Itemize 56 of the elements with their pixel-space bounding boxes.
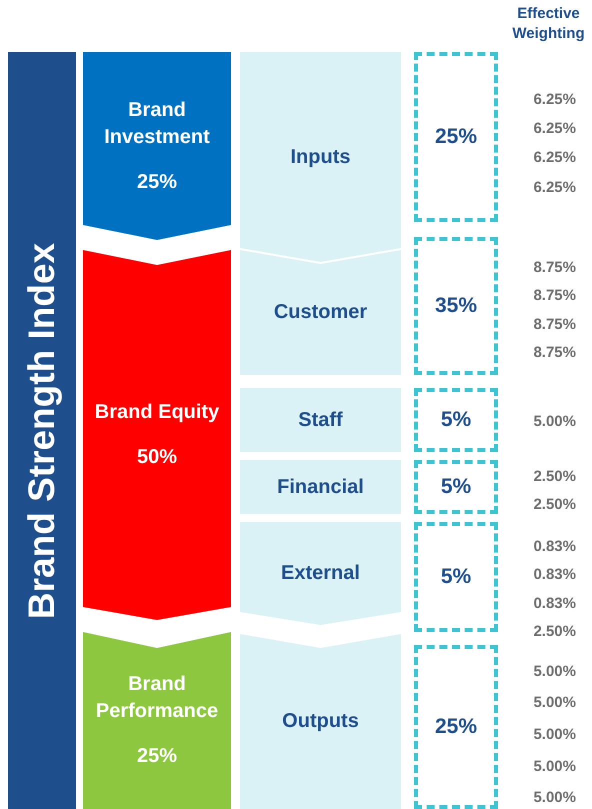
weighting-value: 5.00% xyxy=(532,693,576,713)
weight-box xyxy=(414,388,498,452)
weight-box xyxy=(414,522,498,632)
category-panel xyxy=(240,522,401,625)
weighting-value: 0.83% xyxy=(532,565,576,585)
category-panel xyxy=(240,634,401,809)
block-weight: 50% xyxy=(136,445,178,470)
block-weight: 25% xyxy=(136,170,178,194)
category-label: Inputs xyxy=(290,146,350,168)
weight-box xyxy=(414,645,498,809)
category-label: Outputs xyxy=(282,710,359,733)
weight-box xyxy=(414,52,498,222)
weighting-value: 0.83% xyxy=(532,594,576,614)
weighting-value: 5.00% xyxy=(532,412,576,432)
category-label: Staff xyxy=(298,408,343,432)
category-panel xyxy=(240,388,401,452)
block-weight: 25% xyxy=(136,744,178,769)
weighting-value: 5.00% xyxy=(532,662,576,682)
weighting-value: 6.25% xyxy=(532,119,576,139)
weighting-value: 0.83% xyxy=(532,537,576,557)
chevron-block xyxy=(83,52,231,240)
block-title: Brand Investment xyxy=(103,98,211,150)
weighting-value: 8.75% xyxy=(532,286,576,306)
weight-value: 5% xyxy=(440,565,472,589)
category-panel xyxy=(240,460,401,514)
weight-value: 25% xyxy=(434,715,478,739)
chevron-block xyxy=(83,632,231,809)
category-label: Customer xyxy=(274,301,368,324)
weighting-value: 2.50% xyxy=(532,467,576,487)
category-label: External xyxy=(281,562,360,585)
weighting-value: 2.50% xyxy=(532,622,576,642)
weighting-value: 2.50% xyxy=(532,495,576,515)
block-title: Brand Performance xyxy=(94,672,220,724)
weighting-value: 5.00% xyxy=(532,757,576,777)
weighting-value: 6.25% xyxy=(532,148,576,168)
category-panel xyxy=(240,52,401,262)
weight-box xyxy=(414,237,498,375)
weighting-value: 8.75% xyxy=(532,258,576,278)
weighting-value: 8.75% xyxy=(532,315,576,335)
weight-value: 35% xyxy=(434,294,478,318)
weight-value: 25% xyxy=(434,125,478,149)
weighting-value: 5.00% xyxy=(532,725,576,745)
weighting-value: 6.25% xyxy=(532,178,576,198)
weight-value: 5% xyxy=(440,475,472,499)
weight-value: 5% xyxy=(440,408,472,432)
block-title: Brand Equity xyxy=(94,400,220,425)
weighting-value: 6.25% xyxy=(532,90,576,110)
category-panel xyxy=(240,250,401,375)
weighting-value: 8.75% xyxy=(532,343,576,363)
column-header: Effective Weighting xyxy=(511,4,586,44)
category-label: Financial xyxy=(277,476,364,498)
vertical-title: Brand Strength Index xyxy=(21,242,63,619)
chevron-block xyxy=(83,250,231,620)
weight-box xyxy=(414,460,498,514)
title-bar xyxy=(8,52,76,809)
weighting-value: 5.00% xyxy=(532,788,576,808)
